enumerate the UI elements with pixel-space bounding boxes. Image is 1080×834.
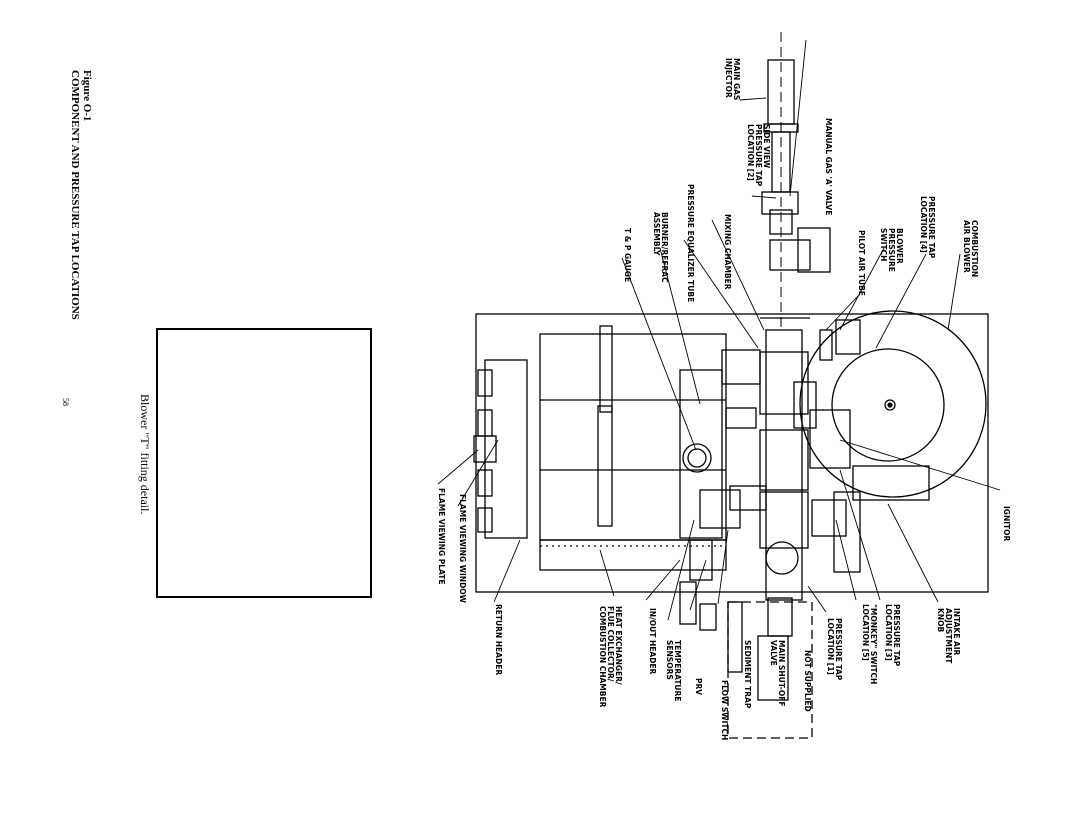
cabinet-outline — [475, 313, 989, 593]
label-temperature-sensors: TEMPERATURE SENSORS — [665, 640, 682, 702]
heat-exchanger — [539, 333, 727, 541]
label-combustion-air-blower: COMBUSTION AIR BLOWER — [962, 220, 979, 278]
label-blower-pressure-switch: BLOWER PRESSURE SWITCH — [879, 228, 904, 272]
label-mixing-chamber: MIXING CHAMBER — [723, 214, 732, 290]
label-prv: PRV — [694, 678, 703, 696]
label-not-supplied: NOT SUPPLIED — [803, 650, 812, 712]
label-tp-gauge: T & P GAUGE — [623, 228, 632, 283]
label-pressure-tap-1: PRESSURE TAP LOCATION [1] — [826, 618, 843, 681]
label-side-view-tap: SIDE VIEW PRESSURE TAP LOCATION [2] — [746, 124, 771, 187]
label-heat-exchanger: HEAT EXCHANGER/ FLUE COLLECTOR/ COMBUSTI… — [598, 606, 623, 708]
label-manual-gas-valve: MANUAL GAS 'A' VALVE — [824, 118, 833, 216]
manual-gas-valve — [769, 209, 793, 235]
label-monkey-switch: "MONKEY" SWITCH LOCATION [5] — [861, 604, 878, 685]
label-pressure-tap-4: PRESSURE TAP LOCATION [4] — [919, 196, 936, 259]
detail-box — [156, 328, 372, 598]
blower-inlet — [831, 348, 945, 462]
label-main-gas-injector: MAIN GAS INJECTOR — [724, 58, 741, 101]
label-intake-air-knob: INTAKE AIR ADJUSTMENT KNOB — [936, 608, 961, 664]
tp-gauge — [682, 443, 712, 473]
label-ignitor: IGNITOR — [1002, 506, 1011, 542]
label-flame-viewing-plate: FLAME VIEWING PLATE — [437, 488, 446, 585]
label-flow-switch: FLOW SWITCH — [720, 680, 729, 741]
label-sediment-trap: SEDIMENT TRAP — [743, 640, 752, 709]
label-main-shutoff-valve: MAIN SHUT-OFF VALVE — [769, 640, 786, 707]
return-header — [484, 359, 528, 539]
label-flame-viewing-window: FLAME VIEWING WINDOW — [458, 494, 467, 603]
label-pressure-tap-3: PRESSURE TAP LOCATION [3] — [884, 604, 901, 667]
label-pressure-equalizer-tube: PRESSURE EQUALIZER TUBE — [686, 184, 695, 303]
label-return-header: RETURN HEADER — [494, 604, 503, 676]
gas-valve-body — [759, 351, 809, 415]
combustion-air-blower — [799, 310, 987, 498]
label-pilot-air-tube: PILOT AIR TUBE — [857, 230, 866, 296]
label-inout-header: IN/OUT HEADER — [648, 608, 657, 675]
label-burner-refrac: BURNER/REFRAC ASSEMBLY — [652, 212, 669, 283]
not-supplied-box — [727, 601, 813, 739]
mixing-chamber — [769, 239, 811, 271]
